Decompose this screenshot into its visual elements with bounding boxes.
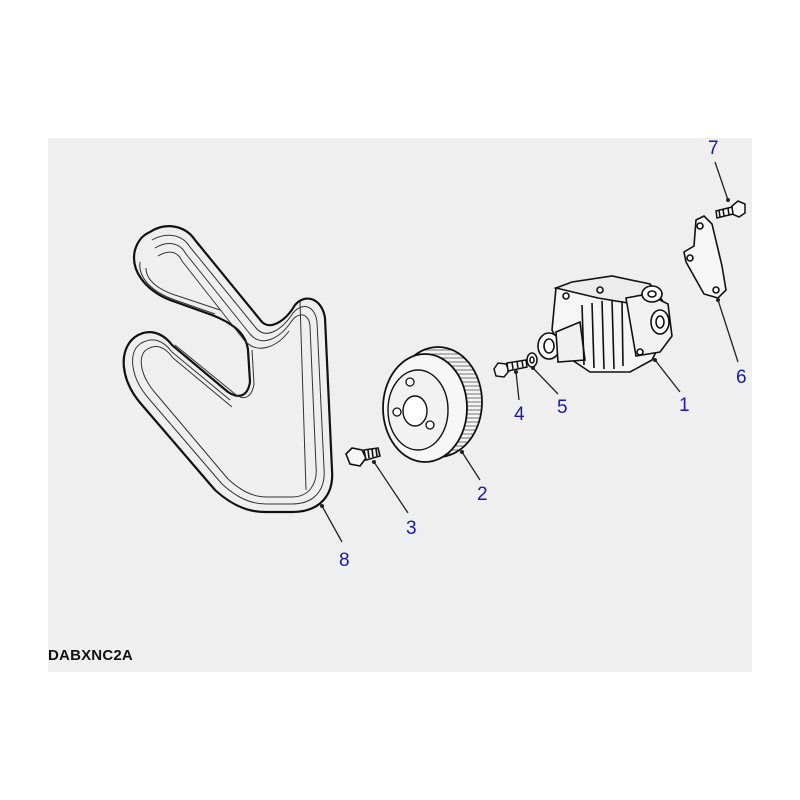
pump-bolt [493, 359, 528, 378]
mounting-bracket [683, 215, 727, 299]
callout-5: 5 [557, 397, 568, 418]
callout-1: 1 [679, 395, 690, 416]
leader-lines [320, 161, 739, 543]
washer [526, 352, 538, 368]
pump-pulley [382, 346, 483, 463]
callout-4: 4 [514, 404, 525, 425]
pulley-bolt [345, 447, 381, 467]
callout-2: 2 [477, 484, 488, 505]
callout-3: 3 [406, 518, 417, 539]
bracket-bolt [715, 200, 746, 219]
drive-belt [122, 225, 334, 514]
callout-7: 7 [708, 138, 719, 159]
callout-6: 6 [736, 367, 747, 388]
callout-labels: 1 2 3 4 5 6 7 8 [339, 138, 747, 571]
power-steering-pump [537, 275, 673, 373]
diagram-reference-code: DABXNC2A [48, 647, 133, 664]
callout-8: 8 [339, 550, 350, 571]
